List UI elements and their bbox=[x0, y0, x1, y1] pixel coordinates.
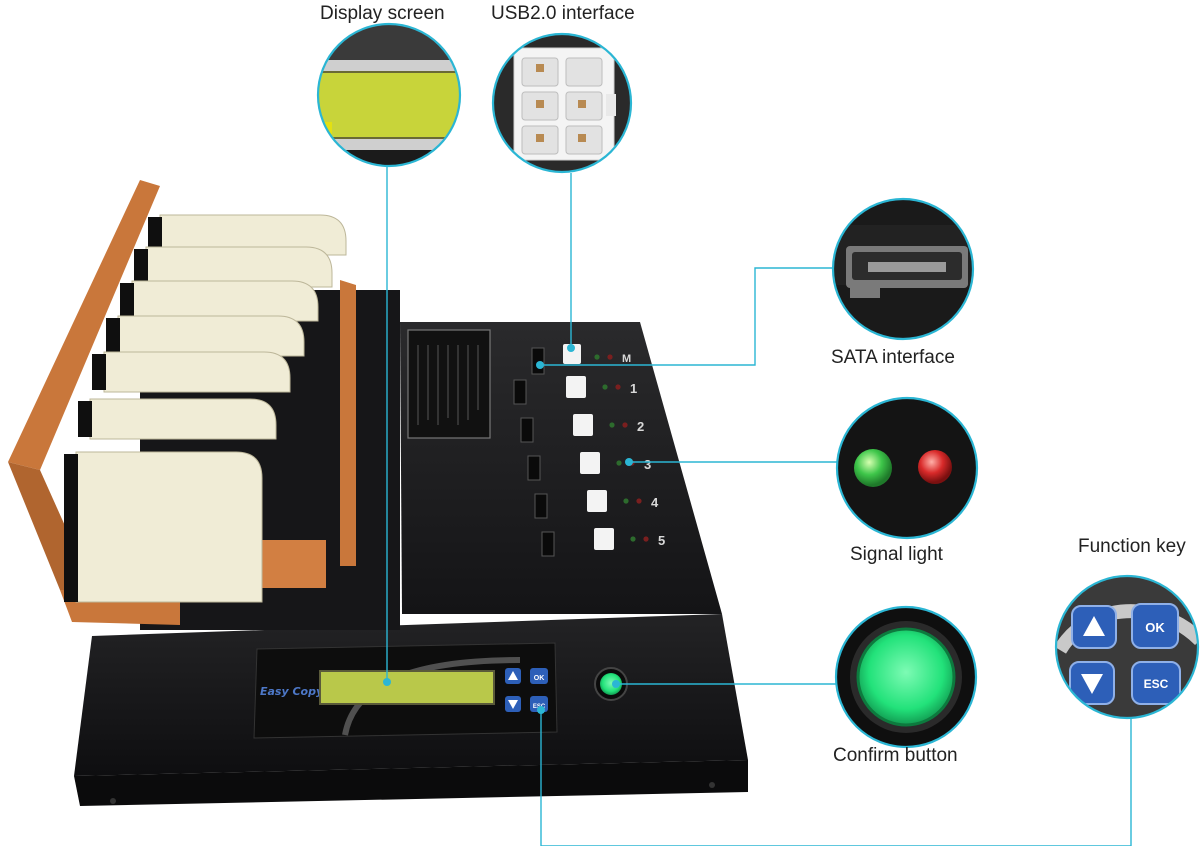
arrow-up-icon bbox=[1083, 616, 1105, 636]
green-led bbox=[854, 449, 892, 487]
screw bbox=[709, 782, 715, 788]
port-number-label: 4 bbox=[651, 495, 659, 510]
display-zoom-bubble bbox=[316, 22, 462, 168]
display-screen-label: Display screen bbox=[320, 3, 445, 24]
key-esc[interactable] bbox=[1131, 661, 1181, 705]
base-edge bbox=[74, 760, 748, 806]
tray-slot-shadow bbox=[120, 283, 134, 319]
key-ok-small-label: OK bbox=[534, 675, 545, 682]
callout-dots bbox=[383, 344, 633, 714]
tray-slot-shadow bbox=[92, 354, 106, 390]
target-led-green bbox=[602, 384, 608, 390]
target-led-green bbox=[616, 460, 622, 466]
target-led-red bbox=[615, 384, 621, 390]
target-led-green bbox=[609, 422, 615, 428]
tray-slot-shadow bbox=[134, 249, 148, 285]
spec-label-plate bbox=[407, 329, 491, 439]
target-led-green bbox=[623, 498, 629, 504]
target-sata-port[interactable] bbox=[520, 417, 534, 443]
arrow-down-icon bbox=[508, 700, 518, 709]
target-usb-port[interactable] bbox=[566, 376, 586, 398]
tray-slot-shadow bbox=[148, 217, 162, 253]
spec-label-text-lines bbox=[417, 345, 479, 425]
rack-foot bbox=[258, 540, 326, 588]
port-number-label: 5 bbox=[658, 533, 665, 548]
confirm-zoom-bubble bbox=[834, 605, 978, 749]
sata-interface-label: SATA interface bbox=[831, 347, 955, 368]
red-led bbox=[918, 450, 952, 484]
key-ok-label: OK bbox=[1145, 620, 1165, 635]
target-sata-port[interactable] bbox=[541, 531, 555, 557]
tray-slot-shadow bbox=[106, 318, 120, 354]
target-led-red bbox=[636, 498, 642, 504]
port-number-label: 1 bbox=[630, 381, 637, 396]
target-sata-port[interactable] bbox=[513, 379, 527, 405]
master-label: M bbox=[622, 353, 631, 365]
arrow-up-icon bbox=[508, 671, 518, 680]
target-usb-port[interactable] bbox=[587, 490, 607, 512]
target-sata-port[interactable] bbox=[534, 493, 548, 519]
target-led-red bbox=[643, 536, 649, 542]
rack-side-left bbox=[8, 180, 160, 470]
confirm-button[interactable] bbox=[600, 673, 622, 695]
target-usb-port[interactable] bbox=[573, 414, 593, 436]
master-led-green bbox=[594, 354, 600, 360]
drive-tray[interactable] bbox=[117, 315, 305, 357]
tray-slot-shadow bbox=[64, 454, 78, 602]
confirm-dot bbox=[612, 680, 620, 688]
sata-dot bbox=[536, 361, 544, 369]
target-usb-port[interactable] bbox=[580, 452, 600, 474]
drive-tray[interactable] bbox=[75, 451, 263, 603]
function-key-label: Function key bbox=[1078, 536, 1186, 557]
function-dot bbox=[537, 706, 545, 714]
brand-label: Easy Copy bbox=[260, 685, 324, 698]
key-ok[interactable] bbox=[1131, 603, 1179, 649]
drive-tray[interactable] bbox=[89, 398, 277, 440]
callout-lines bbox=[386, 164, 1132, 847]
target-usb-port[interactable] bbox=[594, 528, 614, 550]
sata-callout-line bbox=[540, 267, 833, 366]
drive-tray[interactable] bbox=[103, 351, 291, 393]
confirm-button-label: Confirm button bbox=[833, 745, 958, 766]
signal-dot bbox=[625, 458, 633, 466]
usb-zoom-bubble bbox=[491, 32, 633, 174]
arrow-down-icon bbox=[1081, 674, 1103, 694]
lcd-display bbox=[319, 670, 495, 705]
drive-trays bbox=[64, 214, 347, 603]
target-sata-port[interactable] bbox=[527, 455, 541, 481]
master-led-red bbox=[607, 354, 613, 360]
target-led-green bbox=[630, 536, 636, 542]
target-port-rows: 1 2 3 4 5 bbox=[513, 376, 665, 557]
rack-side-right bbox=[340, 280, 356, 566]
port-number-label: 2 bbox=[637, 419, 644, 434]
drive-tray[interactable] bbox=[131, 280, 319, 322]
target-led-red bbox=[622, 422, 628, 428]
tray-slot-shadow bbox=[78, 401, 92, 437]
signal-light-label: Signal light bbox=[850, 544, 943, 565]
master-sata-port[interactable] bbox=[531, 347, 545, 375]
signal-zoom-bubble bbox=[835, 396, 979, 540]
drive-tray[interactable] bbox=[145, 246, 333, 288]
drive-tray[interactable] bbox=[159, 214, 347, 256]
key-esc-label: ESC bbox=[1144, 677, 1169, 691]
usb-dot bbox=[567, 344, 575, 352]
screw bbox=[110, 798, 116, 804]
function-key-zoom-bubble: OK ESC bbox=[1054, 574, 1200, 720]
key-ok-small[interactable] bbox=[530, 668, 548, 684]
display-dot bbox=[383, 678, 391, 686]
sata-zoom-bubble bbox=[831, 197, 975, 341]
port-number-label: 3 bbox=[644, 457, 651, 472]
usb-interface-label: USB2.0 interface bbox=[491, 3, 635, 24]
